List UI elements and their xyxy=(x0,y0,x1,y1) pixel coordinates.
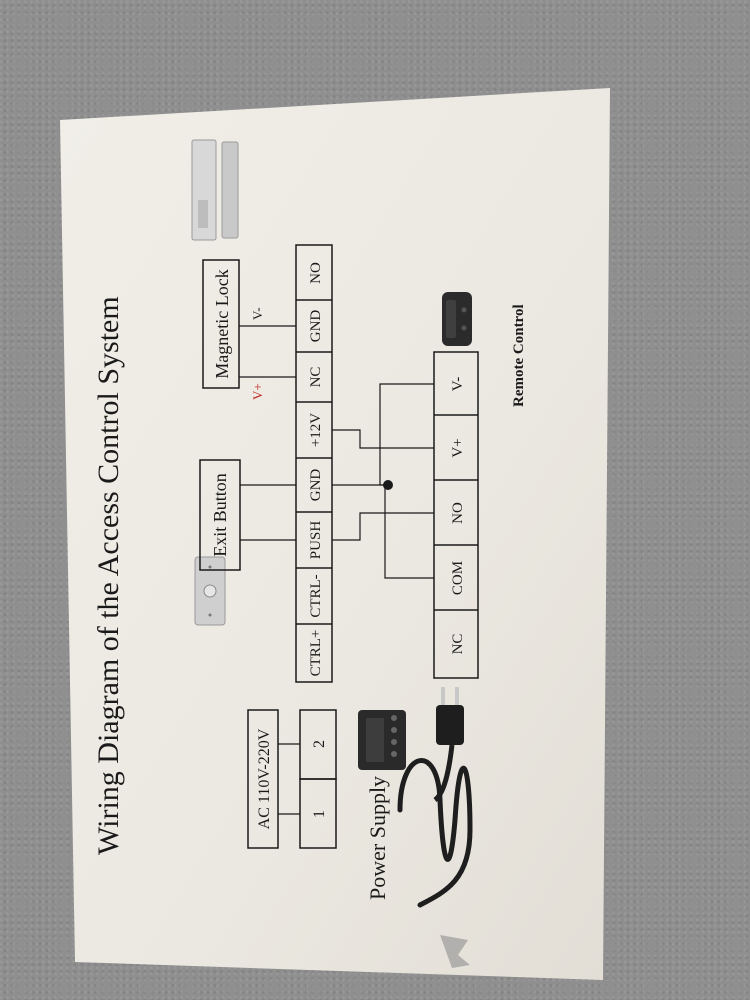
junction-dot xyxy=(383,480,393,490)
magnetic-lock-device-icon xyxy=(191,139,239,241)
ac-input-box xyxy=(247,709,279,849)
ac-terminal-2: 2 xyxy=(311,740,328,748)
receiver-terminal-v-plus: V+ xyxy=(450,438,466,457)
receiver-terminal-strip xyxy=(433,351,479,679)
controller-terminal-gnd: GND xyxy=(308,469,324,502)
remote-control-icon xyxy=(442,292,472,346)
power-cord-icon xyxy=(397,687,473,908)
diagram-title: Wiring Diagram of the Access Control Sys… xyxy=(92,296,125,855)
power-supply-label: Power Supply xyxy=(365,776,390,900)
controller-terminal-12v: +12V xyxy=(308,413,324,447)
controller-terminal-gnd-2: GND xyxy=(308,310,324,343)
ac-terminal-1: 1 xyxy=(311,810,328,818)
magnetic-lock-box xyxy=(202,259,240,389)
paper-tear xyxy=(440,935,470,968)
controller-terminal-no: NO xyxy=(308,262,324,284)
wiring-diagram: Wiring Diagram of the Access Control Sys… xyxy=(92,139,527,908)
paper-sheet xyxy=(60,88,610,980)
controller-terminal-push: PUSH xyxy=(308,521,324,560)
remote-control-label: Remote Control xyxy=(511,304,527,407)
controller-terminal-nc: NC xyxy=(308,367,324,388)
controller-terminal-strip xyxy=(295,244,333,683)
receiver-terminal-v-minus: V- xyxy=(450,377,466,391)
exit-button-box xyxy=(199,459,241,571)
power-supply-icon xyxy=(358,710,406,770)
controller-terminal-ctrl-plus: CTRL+ xyxy=(308,630,324,677)
receiver-terminal-no: NO xyxy=(450,502,466,524)
exit-button-device-icon xyxy=(194,556,226,626)
magnetic-lock-label: Magnetic Lock xyxy=(212,269,232,378)
receiver-terminal-com: COM xyxy=(450,561,466,595)
receiver-terminal-nc: NC xyxy=(450,634,466,655)
controller-terminal-ctrl-minus: CTRL- xyxy=(308,574,324,617)
exit-button-label: Exit Button xyxy=(210,473,230,557)
ac-input-label: AC 110V-220V xyxy=(256,728,273,829)
magnetic-lock-v-plus: V+ xyxy=(250,383,265,400)
magnetic-lock-v-minus: V- xyxy=(250,307,265,320)
